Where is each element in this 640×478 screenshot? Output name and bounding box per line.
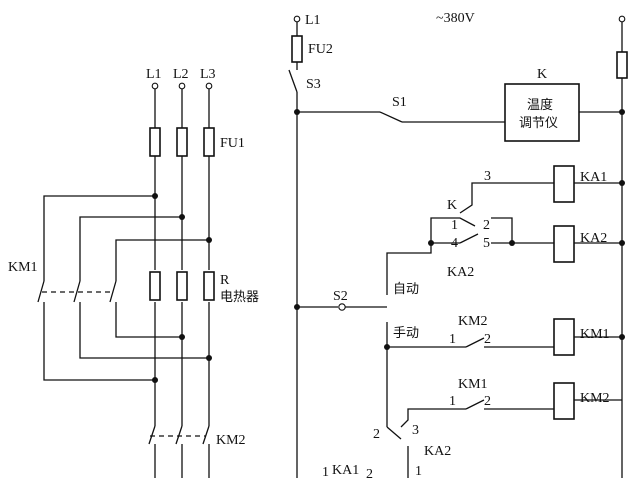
fuse-fu2 <box>291 35 303 63</box>
k-pin-3: 3 <box>484 169 491 184</box>
ka2-lower-pin-2: 2 <box>373 427 380 442</box>
ka1-lower-pin-1: 1 <box>322 465 329 478</box>
ka2-lower-contact <box>386 426 402 440</box>
ka1-lower-label: KA1 <box>332 463 359 478</box>
ka2-lower-pin-3: 3 <box>412 423 419 438</box>
temperature-regulator <box>504 83 580 142</box>
terminal-l1 <box>151 82 159 90</box>
heater-r-label: R <box>220 273 230 288</box>
switch-s3 <box>288 69 298 93</box>
supply-voltage-label: ~380V <box>436 11 475 26</box>
ka2-contact-label: KA2 <box>447 265 474 280</box>
k-pin-5: 5 <box>483 236 490 251</box>
km1-contact-wiring <box>37 195 209 381</box>
km2-contact-label: KM2 <box>216 433 246 448</box>
heater-r <box>149 271 215 301</box>
junction-dots-left <box>152 193 212 383</box>
km1-interlock-pin-2: 2 <box>484 394 491 409</box>
k-pin-1: 1 <box>451 218 458 233</box>
phase-bus-lines <box>154 89 210 478</box>
selector-s2-pivot <box>338 303 346 311</box>
fuse-fu1-label: FU1 <box>220 136 245 151</box>
ka2-lower-pin-1: 1 <box>415 464 422 478</box>
ka2-lower-label: KA2 <box>424 444 451 459</box>
selector-manual-label: 手动 <box>393 326 419 341</box>
km2-interlock-pin-2: 2 <box>484 332 491 347</box>
km1-contact-label: KM1 <box>8 260 38 275</box>
terminal-l3 <box>205 82 213 90</box>
km1-interlock-contact <box>465 399 485 410</box>
coil-km1-label: KM1 <box>580 327 610 342</box>
coil-km2-label: KM2 <box>580 391 610 406</box>
regulator-text-line2: 调节仪 <box>519 116 558 131</box>
km2-interlock-label: KM2 <box>458 314 488 329</box>
km1-interlock-label: KM1 <box>458 377 488 392</box>
heater-name-label: 电热器 <box>220 290 259 305</box>
selector-s2-label: S2 <box>333 289 348 304</box>
terminal-l2 <box>178 82 186 90</box>
terminal-ctrl-l2 <box>618 15 626 23</box>
ctrl-phase-l1-label: L1 <box>305 13 321 28</box>
control-circuit: ~380V L1 FU2 S3 S1 K 温度 调节仪 <box>288 11 628 478</box>
regulator-tag-label: K <box>537 67 547 82</box>
km2-contacts <box>148 425 210 445</box>
selector-auto-label: 自动 <box>393 282 419 297</box>
regulator-text-line1: 温度 <box>527 97 553 113</box>
fuse-fu2-label: FU2 <box>308 42 333 57</box>
phase-label-l1: L1 <box>146 67 162 82</box>
fuse-fu1 <box>149 127 215 157</box>
k-pin-2: 2 <box>483 218 490 233</box>
relay-ka2-label: KA2 <box>580 231 607 246</box>
switch-s1-label: S1 <box>392 95 407 110</box>
phase-label-l3: L3 <box>200 67 216 82</box>
switch-s3-label: S3 <box>306 77 321 92</box>
main-power-circuit: L1 L2 L3 FU1 <box>8 67 259 478</box>
fuse-right <box>616 51 628 79</box>
km2-interlock-pin-1: 1 <box>449 332 456 347</box>
contactor-coil-km1 <box>553 318 575 356</box>
k-contact-label: K <box>447 198 457 213</box>
relay-ka1-label: KA1 <box>580 170 607 185</box>
km2-interlock-contact <box>465 337 485 348</box>
contactor-coil-km2 <box>553 382 575 420</box>
relay-coil-ka1 <box>553 165 575 203</box>
ka1-lower-pin-2: 2 <box>366 467 373 478</box>
km1-interlock-pin-1: 1 <box>449 394 456 409</box>
switch-s1 <box>379 111 403 123</box>
relay-coil-ka2 <box>553 225 575 263</box>
phase-label-l2: L2 <box>173 67 189 82</box>
terminal-ctrl-l1 <box>293 15 301 23</box>
ka2-self-hold-contact <box>459 233 479 244</box>
